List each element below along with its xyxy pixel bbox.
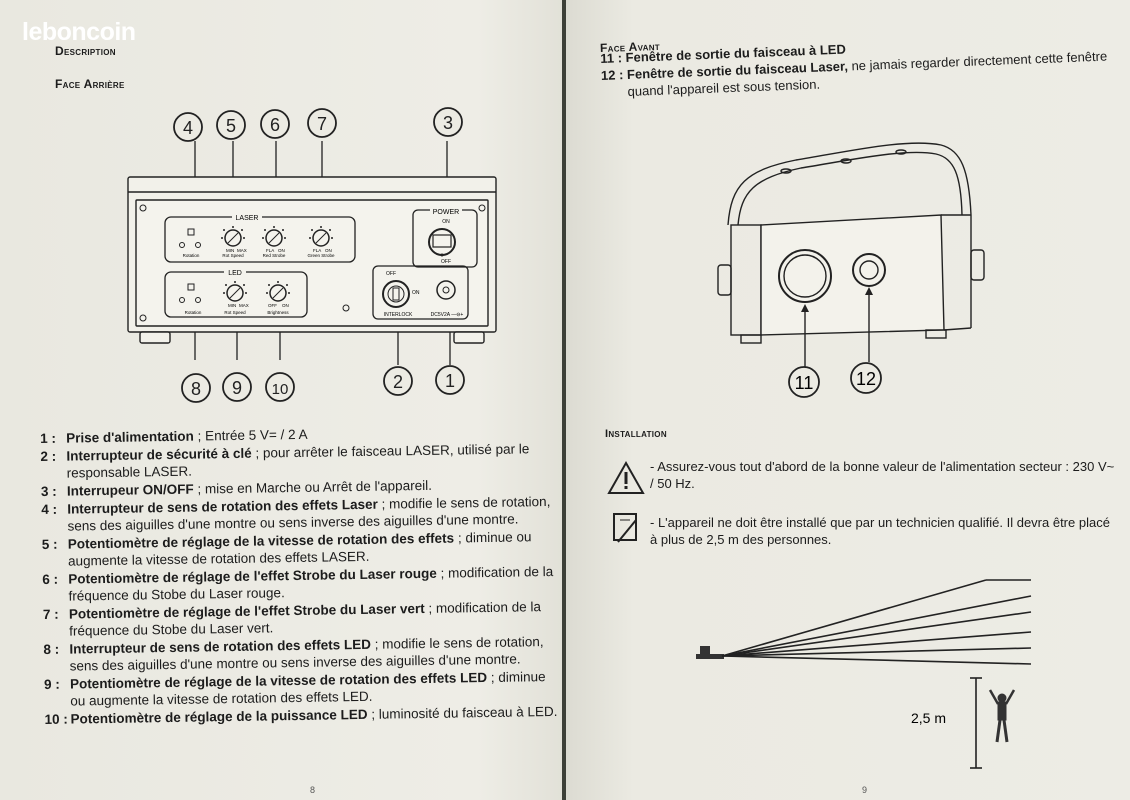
led-label: LED bbox=[228, 270, 242, 277]
rear-panel-diagram: LASER LED Rotation MIN MAX Rot Speed FLA… bbox=[127, 107, 497, 403]
callout-1: 1 bbox=[445, 371, 455, 391]
svg-text:ON: ON bbox=[282, 303, 289, 308]
installation-diagram: 2,5 m bbox=[696, 579, 1032, 769]
svg-text:OFF: OFF bbox=[386, 271, 396, 277]
component-list: 1 :Prise d'alimentation ; Entrée 5 V= / … bbox=[40, 422, 562, 729]
callout-11: 11 bbox=[795, 373, 814, 393]
leboncoin-watermark: leboncoin bbox=[22, 18, 136, 46]
svg-text:MIN: MIN bbox=[228, 303, 236, 308]
callout-5: 5 bbox=[226, 116, 236, 136]
callout-3: 3 bbox=[443, 113, 453, 133]
note-icon bbox=[613, 513, 637, 543]
laser-label: LASER bbox=[236, 215, 259, 222]
callout-12: 12 bbox=[856, 369, 876, 389]
svg-text:INTERLOCK: INTERLOCK bbox=[384, 312, 413, 318]
callout-7: 7 bbox=[317, 114, 327, 134]
callout-6: 6 bbox=[270, 115, 280, 135]
front-items: 11 : Fenêtre de sortie du faisceau à LED… bbox=[600, 30, 1117, 101]
svg-text:Green Strobe: Green Strobe bbox=[307, 253, 335, 258]
svg-text:POWER: POWER bbox=[433, 209, 459, 216]
svg-text:ON: ON bbox=[325, 248, 332, 253]
svg-text:ON: ON bbox=[442, 219, 450, 225]
svg-text:FLA: FLA bbox=[266, 248, 274, 253]
person-icon bbox=[988, 689, 1016, 743]
page-number-right: 9 bbox=[862, 785, 868, 795]
svg-text:MAX: MAX bbox=[237, 248, 247, 253]
page-number-left: 8 bbox=[310, 785, 316, 795]
svg-text:MIN: MIN bbox=[226, 248, 234, 253]
svg-text:FLA: FLA bbox=[313, 248, 321, 253]
warning-icon bbox=[607, 460, 645, 494]
callout-2: 2 bbox=[393, 372, 403, 392]
callout-9: 9 bbox=[232, 378, 242, 398]
warning-text: - Assurez-vous tout d'abord de la bonne … bbox=[650, 459, 1115, 491]
front-panel-diagram: 11 12 bbox=[717, 142, 985, 398]
left-page: Description Face Arrière bbox=[0, 0, 562, 800]
note-text: - L'appareil ne doit être installé que p… bbox=[650, 515, 1110, 547]
callout-8: 8 bbox=[191, 379, 201, 399]
svg-text:MAX: MAX bbox=[239, 303, 249, 308]
installation-title: Installation bbox=[605, 428, 667, 440]
svg-text:Rotation: Rotation bbox=[185, 310, 202, 315]
svg-text:DC5V2A —⊖+: DC5V2A —⊖+ bbox=[431, 312, 464, 318]
callout-4: 4 bbox=[183, 118, 193, 138]
svg-text:OFF: OFF bbox=[268, 303, 277, 308]
svg-text:Rotation: Rotation bbox=[183, 253, 200, 258]
svg-text:Brightness: Brightness bbox=[267, 310, 289, 315]
svg-text:ON: ON bbox=[412, 290, 420, 296]
callout-10: 10 bbox=[272, 381, 289, 398]
svg-text:Red Strobe: Red Strobe bbox=[263, 253, 286, 258]
svg-text:Rot Speed: Rot Speed bbox=[222, 253, 244, 258]
svg-text:OFF: OFF bbox=[441, 259, 451, 265]
svg-text:Rot Speed: Rot Speed bbox=[224, 310, 246, 315]
section-title: Description bbox=[55, 44, 116, 58]
distance-label: 2,5 m bbox=[911, 710, 946, 726]
right-page: Face Avant 11 : Fenêtre de sortie du fai… bbox=[566, 0, 1130, 800]
subsection-title: Face Arrière bbox=[55, 77, 125, 91]
svg-text:ON: ON bbox=[278, 248, 285, 253]
